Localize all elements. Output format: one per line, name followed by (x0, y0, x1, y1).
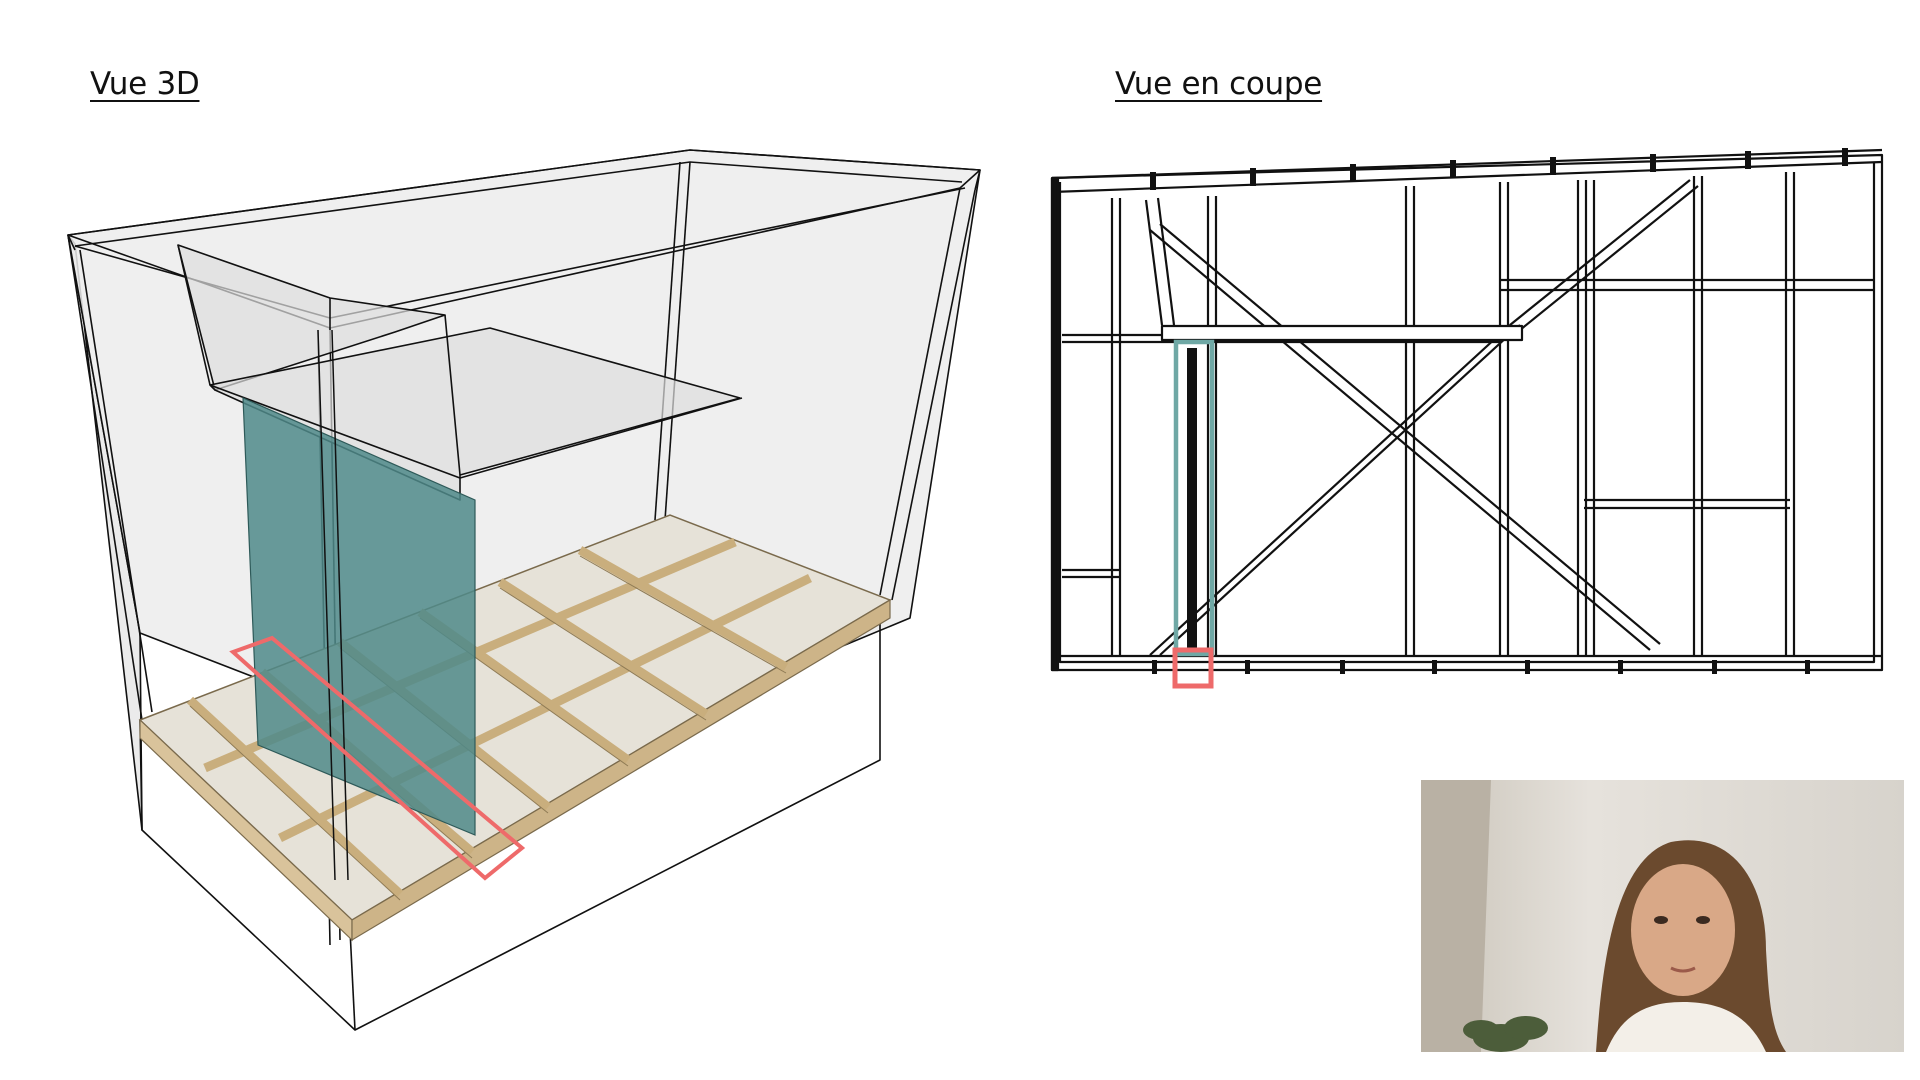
view-3d-drawing (67, 149, 981, 1031)
section-view-drawing (1050, 148, 1884, 689)
highlight-partition-section (1173, 339, 1215, 657)
view-3d-heading: Vue 3D (90, 66, 200, 102)
section-view-heading: Vue en coupe (1115, 66, 1323, 102)
highlight-red-3d (229, 635, 526, 881)
highlighted-partition (242, 397, 476, 836)
presenter-webcam (1421, 780, 1904, 1052)
mezzanine (177, 244, 743, 501)
presenter-video-icon (1421, 780, 1904, 1052)
highlight-red-section (1172, 647, 1214, 689)
